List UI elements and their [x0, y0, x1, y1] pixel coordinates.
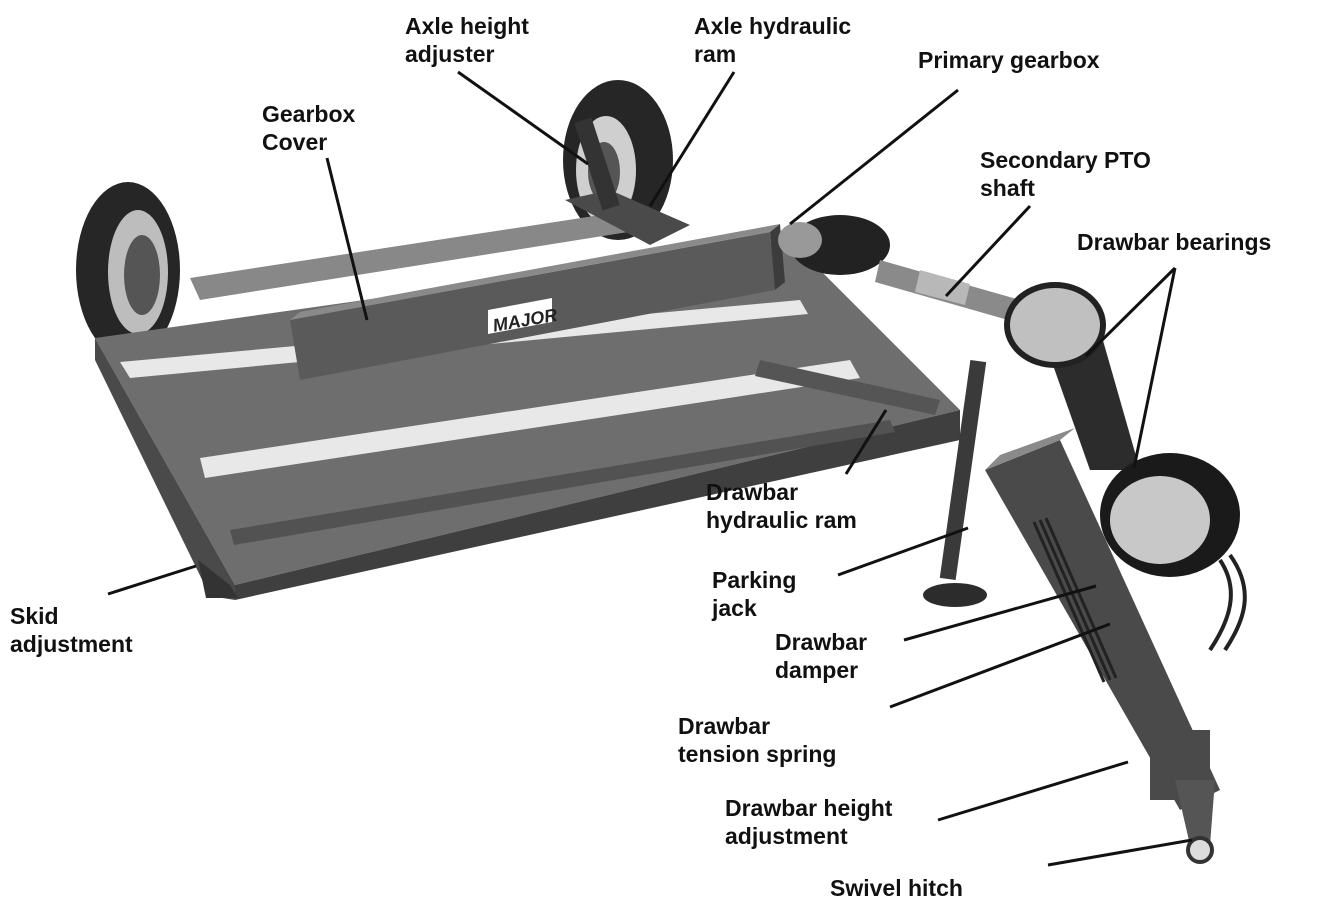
deck-side [95, 338, 235, 600]
leader-gearbox-cover [325, 157, 369, 321]
leader-lines [107, 70, 1193, 867]
swivel-hitch-shape [1150, 730, 1215, 864]
rear-axle [190, 212, 628, 300]
label-skid-adjustment: Skid adjustment [10, 603, 133, 657]
skid-foot [198, 560, 238, 598]
label-drawbar-hydraulic-ram: Drawbar hydraulic ram [706, 479, 857, 533]
drawbar [1004, 282, 1240, 577]
leader-axle-hydraulic-ram [648, 71, 736, 207]
leader-drawbar-height-adjustment [937, 760, 1129, 822]
pto-guard-sleeve [915, 270, 970, 305]
leader-secondary-pto-shaft [944, 204, 1032, 298]
front-rail [230, 420, 895, 545]
axle-arm [565, 117, 690, 245]
drawbar-beam [985, 440, 1220, 810]
leader-parking-jack [837, 526, 969, 577]
label-primary-gearbox: Primary gearbox [918, 47, 1100, 73]
label-parking-jack: Parking jack [712, 567, 797, 621]
label-axle-height-adjuster: Axle height adjuster [405, 13, 529, 67]
parking-jack [923, 359, 987, 607]
deck-front-skirt [235, 410, 960, 600]
drawbar-beam-top [985, 428, 1075, 470]
label-drawbar-damper: Drawbar damper [775, 629, 868, 683]
label-drawbar-tension-spring: Drawbar tension spring [678, 713, 837, 767]
leader-swivel-hitch [1047, 838, 1193, 867]
primary-gearbox-assembly [778, 215, 890, 275]
leader-drawbar-tension-spring [889, 622, 1111, 709]
label-gearbox-cover: Gearbox Cover [262, 101, 356, 155]
leader-drawbar-hydraulic-ram [844, 409, 888, 475]
label-drawbar-height-adjustment: Drawbar height adjustment [725, 795, 893, 849]
brand-plate [488, 298, 552, 334]
drawbar-ram [755, 360, 940, 415]
label-axle-hydraulic-ram: Axle hydraulic ram [694, 13, 852, 67]
leader-drawbar-bearings-1 [1084, 266, 1177, 358]
deck-stripe-front [200, 360, 860, 478]
label-swivel-hitch: Swivel hitch [830, 875, 963, 901]
tension-spring [1032, 517, 1118, 683]
leader-axle-height-adjuster [457, 70, 589, 166]
hydraulic-hoses [1208, 553, 1247, 652]
leader-primary-gearbox [789, 88, 959, 226]
label-drawbar-bearings: Drawbar bearings [1077, 229, 1272, 255]
leader-skid-adjustment [107, 564, 197, 596]
left-wheel [76, 182, 180, 358]
brand-logo: MAJOR [491, 305, 559, 336]
leader-drawbar-damper [903, 584, 1097, 642]
leader-drawbar-bearings-2 [1132, 267, 1177, 469]
label-secondary-pto-shaft: Secondary PTO shaft [980, 147, 1151, 201]
